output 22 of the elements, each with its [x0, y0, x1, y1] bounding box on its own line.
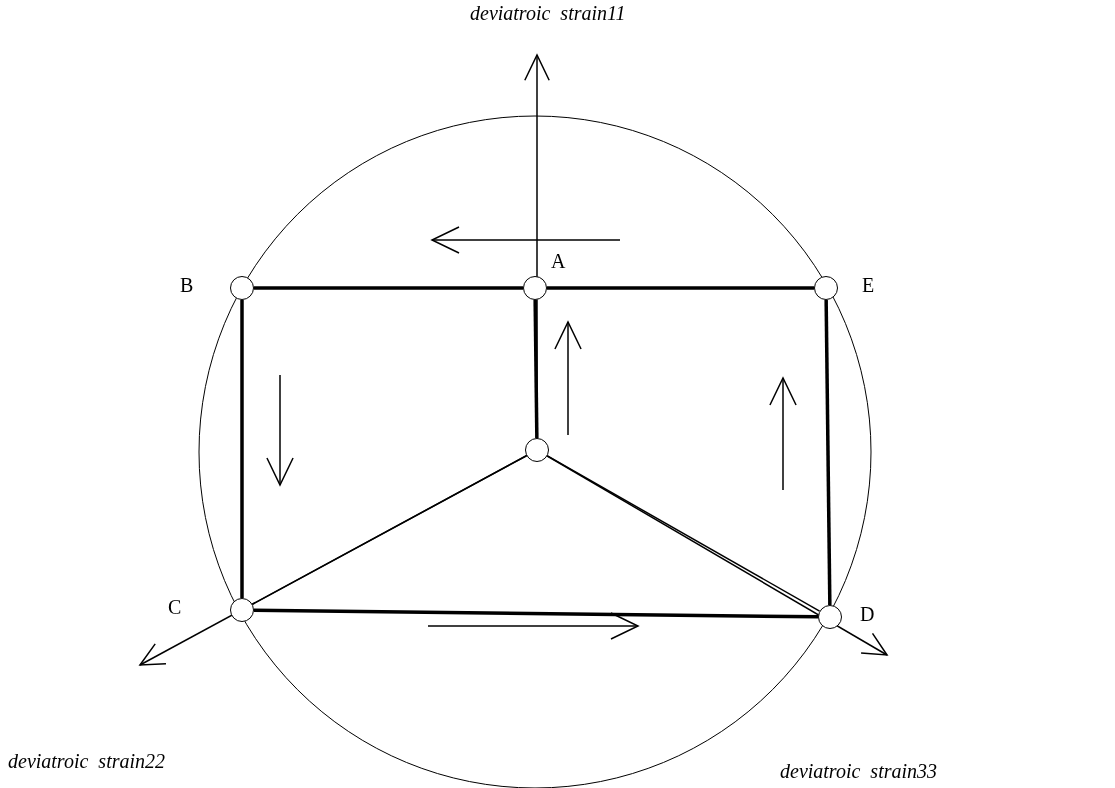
- point-circle: [523, 276, 547, 300]
- connector-line: [824, 300, 832, 605]
- axis-label: deviatroic strain11: [470, 2, 626, 24]
- point-circle: [230, 276, 254, 300]
- connector-line: [546, 455, 821, 612]
- point-circle: [525, 438, 549, 462]
- axis-label: deviatroic strain22: [8, 750, 166, 772]
- point-label: E: [862, 274, 875, 296]
- axis-label: deviatroic strain33: [780, 760, 938, 782]
- connector-line: [240, 300, 244, 598]
- point-label: D: [860, 603, 875, 625]
- point-circle: [230, 598, 254, 622]
- point-circle: [814, 276, 838, 300]
- point-label: C: [168, 596, 182, 618]
- point-label: B: [180, 274, 194, 296]
- connector-line: [254, 286, 523, 290]
- connector-line: [547, 286, 814, 290]
- point-circle: [818, 605, 842, 629]
- point-label: A: [551, 250, 566, 272]
- connector-line: [253, 608, 819, 619]
- connector-line: [533, 300, 539, 438]
- connector-line: [251, 454, 528, 606]
